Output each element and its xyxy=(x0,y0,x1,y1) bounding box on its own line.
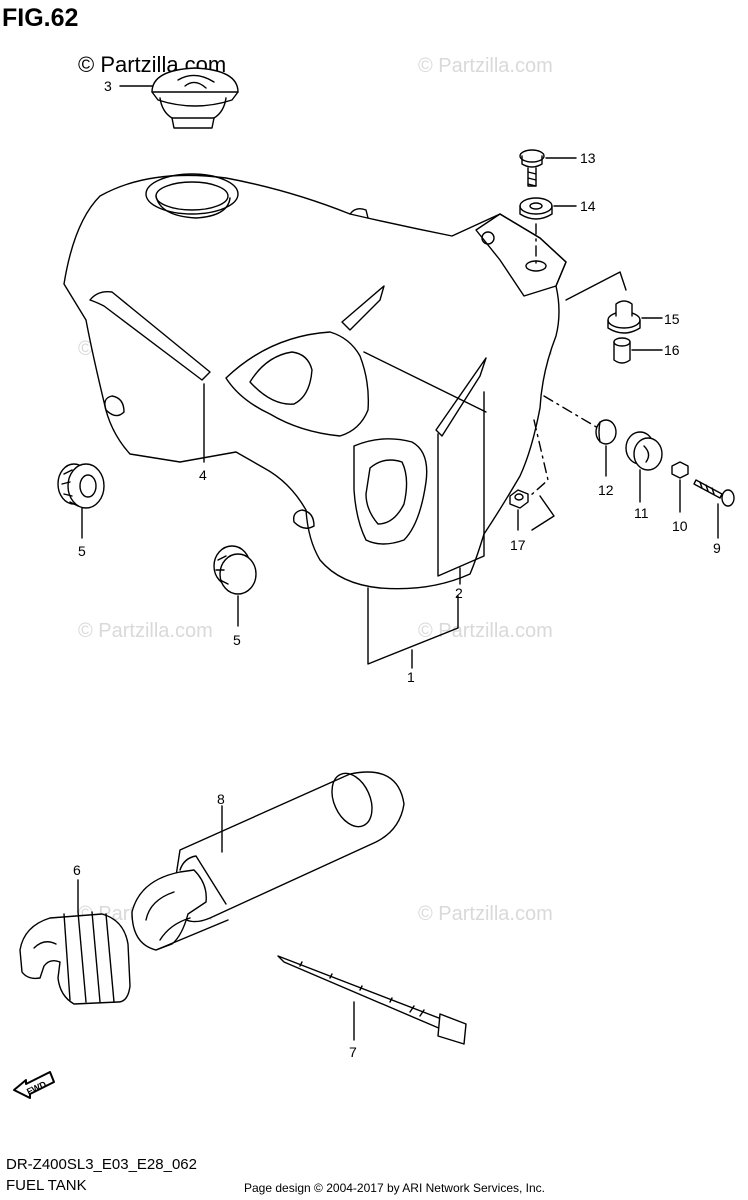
callout-2: 2 xyxy=(455,585,463,601)
callout-6: 6 xyxy=(73,862,81,878)
cable-tie-part[interactable] xyxy=(277,955,467,1045)
watermark: © Partzilla.com xyxy=(78,620,213,642)
collar-part[interactable] xyxy=(613,337,631,364)
callout-16: 16 xyxy=(664,342,680,358)
page-design-credit: Page design © 2004-2017 by ARI Network S… xyxy=(244,1181,546,1195)
callout-5: 5 xyxy=(233,632,241,648)
grommet-part[interactable] xyxy=(213,545,257,595)
spacer-part[interactable] xyxy=(595,419,617,445)
nut-part[interactable] xyxy=(509,489,529,509)
clamp-part[interactable] xyxy=(19,911,131,1005)
bolt-part[interactable] xyxy=(693,479,735,507)
leader-line xyxy=(565,271,627,301)
callout-11: 11 xyxy=(634,505,649,521)
fuel-tank-part[interactable] xyxy=(63,173,567,590)
callout-17: 17 xyxy=(510,537,526,553)
callout-1: 1 xyxy=(407,669,415,685)
watermark: © Partzilla.com xyxy=(418,620,553,642)
watermark: © Partzilla.com xyxy=(418,903,553,925)
heat-protector-part[interactable] xyxy=(131,767,405,951)
callout-3: 3 xyxy=(104,78,112,94)
callout-8: 8 xyxy=(217,791,225,807)
model-code: DR-Z400SL3_E03_E28_062 xyxy=(6,1156,197,1173)
bolt-part[interactable] xyxy=(519,149,545,187)
leader-line xyxy=(437,391,485,577)
nut-part[interactable] xyxy=(671,461,689,479)
callout-14: 14 xyxy=(580,198,596,214)
figure-title: FIG.62 xyxy=(2,4,79,32)
leader-line xyxy=(367,587,459,665)
leader-line xyxy=(529,419,549,497)
cushion-part[interactable] xyxy=(625,431,663,471)
leader-line xyxy=(531,495,555,531)
watermark: © Partzilla.com xyxy=(418,55,553,77)
diagram-name: FUEL TANK xyxy=(6,1177,87,1194)
callout-9: 9 xyxy=(713,540,721,556)
callout-4: 4 xyxy=(199,467,207,483)
fuel-cap-part[interactable] xyxy=(151,67,239,129)
callout-5: 5 xyxy=(78,543,86,559)
callout-12: 12 xyxy=(598,482,614,498)
callout-15: 15 xyxy=(664,311,680,327)
fwd-arrow-icon: FWD xyxy=(13,1071,55,1099)
callout-13: 13 xyxy=(580,150,596,166)
cushion-part[interactable] xyxy=(607,300,641,334)
callout-10: 10 xyxy=(672,518,688,534)
callout-7: 7 xyxy=(349,1044,357,1060)
grommet-part[interactable] xyxy=(57,463,105,509)
leader-line xyxy=(543,395,599,429)
washer-part[interactable] xyxy=(519,197,553,220)
leader-line xyxy=(363,351,487,413)
